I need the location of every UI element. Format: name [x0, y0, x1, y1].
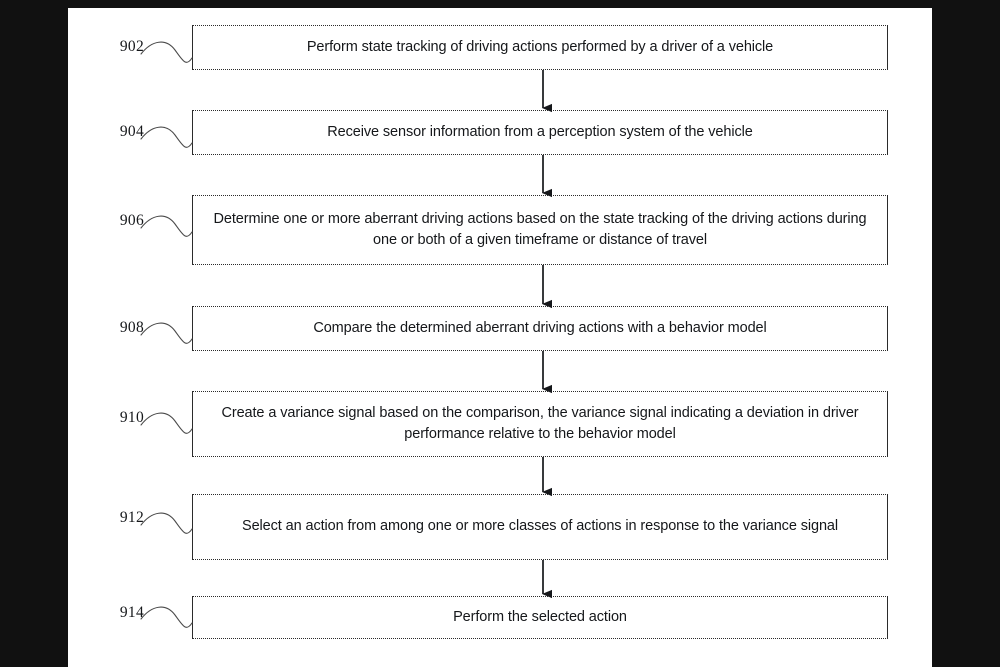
ref-numeral-902: 902: [119, 38, 144, 55]
ref-numeral-910: 910: [119, 409, 144, 426]
ref-numeral-906: 906: [119, 212, 144, 229]
step-box-912[interactable]: Select an action from among one or more …: [192, 494, 888, 560]
step-box-906[interactable]: Determine one or more aberrant driving a…: [192, 195, 888, 265]
step-box-906-label: Determine one or more aberrant driving a…: [213, 210, 867, 248]
step-box-904[interactable]: Receive sensor information from a percep…: [192, 110, 888, 155]
step-box-902-label: Perform state tracking of driving action…: [306, 38, 774, 55]
step-box-904-label: Receive sensor information from a percep…: [327, 123, 753, 140]
step-box-908-label: Compare the determined aberrant driving …: [313, 319, 767, 336]
ref-numeral-904: 904: [119, 123, 144, 140]
ref-numeral-908: 908: [119, 319, 144, 336]
step-box-910-label: Create a variance signal based on the co…: [221, 404, 859, 442]
step-box-908[interactable]: Compare the determined aberrant driving …: [192, 306, 888, 351]
ref-numeral-912: 912: [119, 509, 144, 526]
step-box-910[interactable]: Create a variance signal based on the co…: [192, 391, 888, 457]
step-box-902[interactable]: Perform state tracking of driving action…: [192, 25, 888, 70]
ref-numeral-914: 914: [119, 604, 144, 621]
step-box-914[interactable]: Perform the selected action: [192, 596, 888, 639]
step-box-912-label: Select an action from among one or more …: [242, 518, 838, 535]
step-box-914-label: Perform the selected action: [453, 608, 627, 625]
